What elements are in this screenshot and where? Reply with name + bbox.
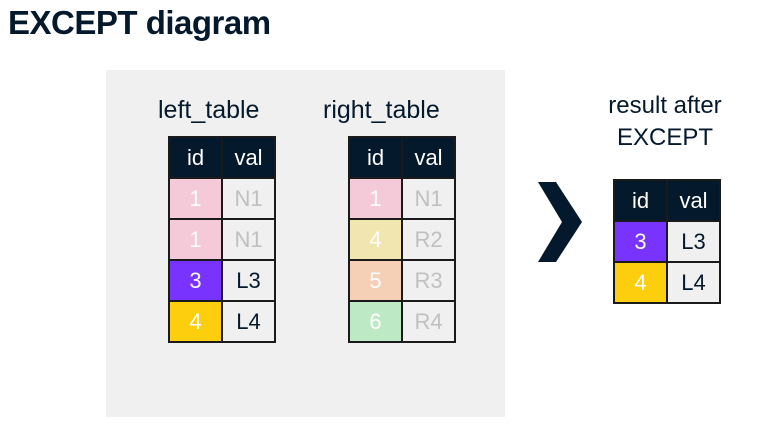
val-cell: L4 <box>666 261 721 304</box>
id-cell: 1 <box>168 177 223 220</box>
result-caption-line2: EXCEPT <box>616 124 714 151</box>
column-header-id: id <box>613 179 668 222</box>
id-cell: 1 <box>348 177 403 220</box>
id-cell: 3 <box>168 259 223 302</box>
val-cell: L4 <box>221 300 276 343</box>
val-cell: R4 <box>401 300 456 343</box>
table-header-row: id val <box>348 136 456 179</box>
page-title: EXCEPT diagram <box>8 4 271 41</box>
left-table-caption: left_table <box>158 96 260 124</box>
column-header-id: id <box>348 136 403 179</box>
id-cell: 4 <box>168 300 223 343</box>
val-cell: L3 <box>221 259 276 302</box>
column-header-val: val <box>221 136 276 179</box>
id-cell: 4 <box>348 218 403 261</box>
val-cell: N1 <box>221 177 276 220</box>
val-cell: L3 <box>666 220 721 263</box>
table-header-row: id val <box>168 136 276 179</box>
result-table-caption: result after EXCEPT <box>590 90 740 154</box>
val-cell: N1 <box>221 218 276 261</box>
id-cell: 1 <box>168 218 223 261</box>
column-header-val: val <box>666 179 721 222</box>
id-cell: 3 <box>613 220 668 263</box>
right-table-caption: right_table <box>323 96 440 124</box>
chevron-right-icon <box>538 182 582 262</box>
val-cell: R2 <box>401 218 456 261</box>
result-caption-line1: result after <box>608 92 722 119</box>
table-header-row: id val <box>613 179 721 222</box>
id-cell: 4 <box>613 261 668 304</box>
column-header-val: val <box>401 136 456 179</box>
val-cell: R3 <box>401 259 456 302</box>
id-cell: 5 <box>348 259 403 302</box>
column-header-id: id <box>168 136 223 179</box>
id-cell: 6 <box>348 300 403 343</box>
val-cell: N1 <box>401 177 456 220</box>
